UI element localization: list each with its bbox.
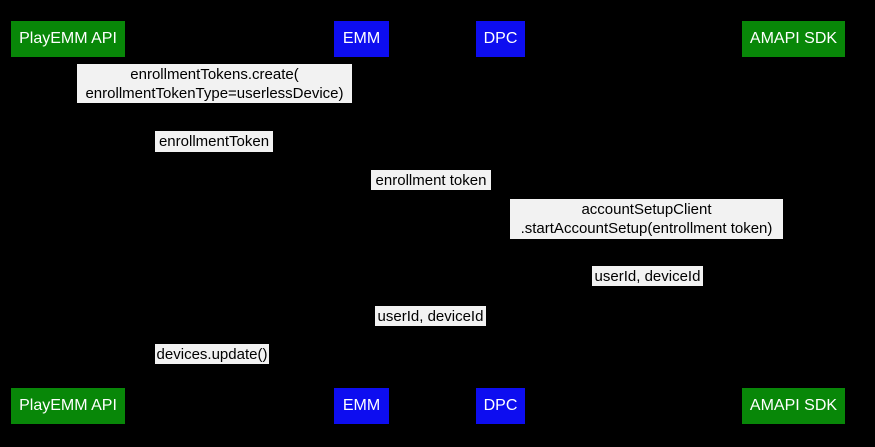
message-devices-update: devices.update() — [155, 344, 269, 364]
actor-playemm-api-bottom: PlayEMM API — [11, 388, 125, 424]
message-startaccountsetup: accountSetupClient .startAccountSetup(en… — [510, 199, 783, 239]
actor-dpc-bottom: DPC — [476, 388, 525, 424]
actor-emm-top: EMM — [334, 21, 389, 57]
message-enrollmenttoken-response: enrollmentToken — [155, 131, 273, 152]
actor-amapi-sdk-bottom: AMAPI SDK — [742, 388, 845, 424]
message-enrollmenttokens-create: enrollmentTokens.create( enrollmentToken… — [77, 64, 352, 103]
actor-emm-bottom: EMM — [334, 388, 389, 424]
message-userid-deviceid-sdk-to-dpc: userId, deviceId — [592, 266, 703, 286]
actor-playemm-api-top: PlayEMM API — [11, 21, 125, 57]
message-userid-deviceid-dpc-to-emm: userId, deviceId — [375, 306, 486, 326]
actor-dpc-top: DPC — [476, 21, 525, 57]
message-enrollment-token: enrollment token — [371, 170, 491, 190]
actor-amapi-sdk-top: AMAPI SDK — [742, 21, 845, 57]
